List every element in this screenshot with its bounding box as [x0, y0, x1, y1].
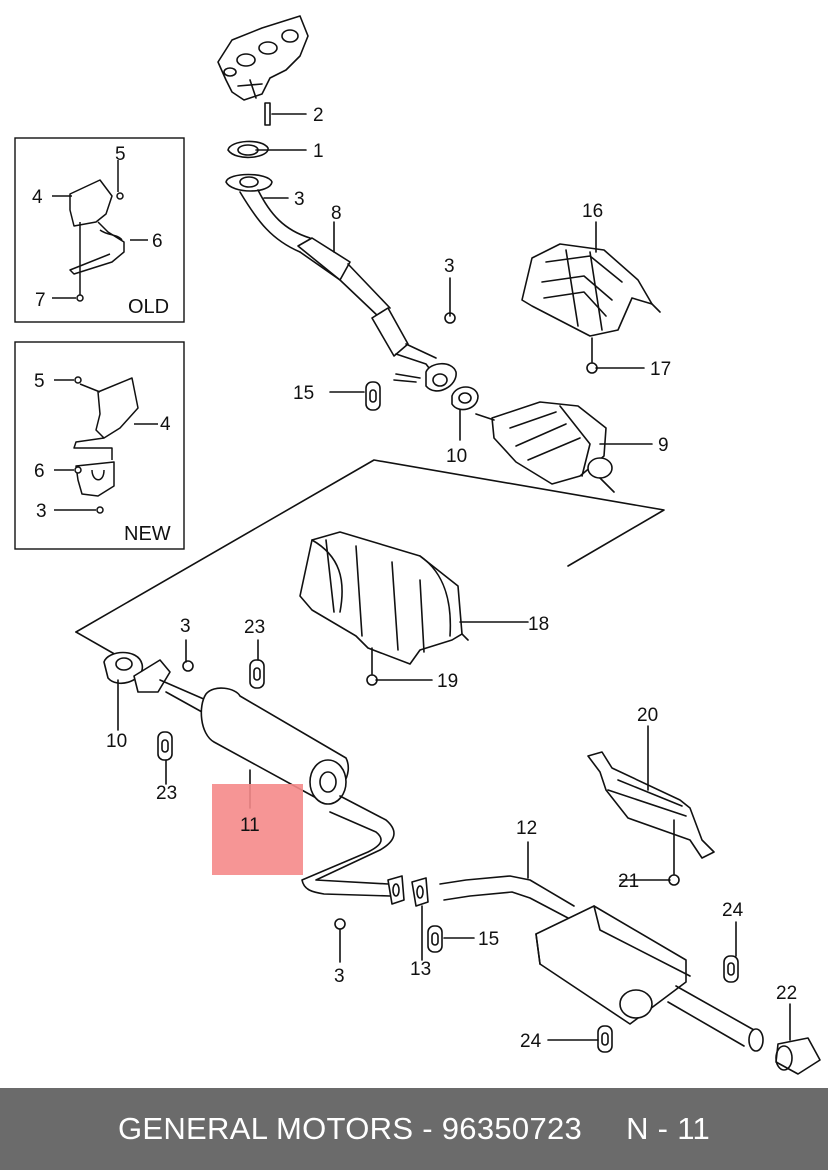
- callout-3: 3: [334, 966, 345, 987]
- footer-code: N - 11: [626, 1111, 710, 1146]
- inset-new: 5 4 6 3 NEW: [14, 341, 185, 550]
- inset-new-title: NEW: [124, 523, 171, 545]
- rubber-hanger: [157, 731, 173, 761]
- inset-old-label-6: 6: [152, 231, 163, 252]
- assembly-outline: [75, 459, 665, 657]
- front-pipe: [225, 173, 437, 383]
- callout-24: 24: [722, 900, 744, 921]
- callout-18: 18: [528, 614, 549, 635]
- nut: [334, 918, 346, 930]
- callout-17: 17: [650, 359, 671, 380]
- callout-9: 9: [658, 435, 669, 456]
- callout-1: 1: [313, 141, 324, 162]
- inset-new-label-3: 3: [36, 501, 47, 522]
- exhaust-manifold: [217, 15, 309, 101]
- rubber-hanger: [249, 659, 265, 689]
- callout-labels: 2 1 3 8 3 16 17 15 10 9 18 19 3 23 10 23…: [106, 105, 797, 1052]
- footer-bar: GENERAL MOTORS - 96350723 N - 11: [0, 1088, 828, 1170]
- callout-20: 20: [637, 705, 658, 726]
- leader-lines: [117, 113, 791, 1041]
- callout-23: 23: [244, 617, 265, 638]
- gasket: [387, 875, 429, 907]
- callout-3: 3: [180, 616, 191, 637]
- flange-gasket: [425, 362, 479, 411]
- callout-2: 2: [313, 105, 324, 126]
- inset-new-label-5: 5: [34, 371, 45, 392]
- callout-11: 11: [240, 815, 260, 836]
- inset-old-title: OLD: [128, 296, 169, 318]
- rubber-hanger: [723, 955, 739, 983]
- callout-12: 12: [516, 818, 537, 839]
- callout-22: 22: [776, 983, 797, 1004]
- inset-new-label-6: 6: [34, 461, 45, 482]
- stud: [264, 102, 271, 126]
- inset-old-label-7: 7: [35, 290, 46, 311]
- callout-10: 10: [446, 446, 467, 467]
- highlight-part-11: [212, 784, 303, 875]
- callout-15: 15: [478, 929, 499, 950]
- inset-old-label-4: 4: [32, 187, 43, 208]
- callout-19: 19: [437, 671, 458, 692]
- callout-3: 3: [444, 256, 455, 277]
- tail-pipe-tip: [775, 1037, 821, 1075]
- heat-shield-lower: [299, 531, 469, 665]
- inset-old: 5 4 6 7 OLD: [14, 137, 185, 323]
- flange: [103, 651, 194, 693]
- inset-new-label-4: 4: [160, 414, 171, 435]
- inset-old-label-5: 5: [115, 144, 126, 165]
- rubber-hanger: [427, 925, 443, 953]
- callout-23: 23: [156, 783, 177, 804]
- callout-16: 16: [582, 201, 603, 222]
- callout-3: 3: [294, 189, 305, 210]
- heat-shield-upper: [521, 243, 661, 337]
- callout-8: 8: [331, 203, 342, 224]
- callout-10: 10: [106, 731, 127, 752]
- rear-muffler: [439, 875, 764, 1052]
- heat-shield-rear: [587, 751, 715, 859]
- catalytic-converter: [475, 401, 615, 493]
- footer-part-text: GENERAL MOTORS - 96350723: [117, 1111, 583, 1146]
- callout-24: 24: [520, 1031, 542, 1052]
- nut: [366, 647, 378, 686]
- callout-13: 13: [410, 959, 431, 980]
- callout-21: 21: [618, 871, 639, 892]
- exhaust-system-diagram: 5 4 6 7 OLD 5 4 6 3 NEW 2 1 3 8 3 16 1: [14, 15, 821, 1075]
- rubber-hanger: [597, 1025, 613, 1053]
- callout-15: 15: [293, 383, 314, 404]
- center-muffler: [159, 679, 395, 897]
- rubber-hanger: [365, 381, 381, 411]
